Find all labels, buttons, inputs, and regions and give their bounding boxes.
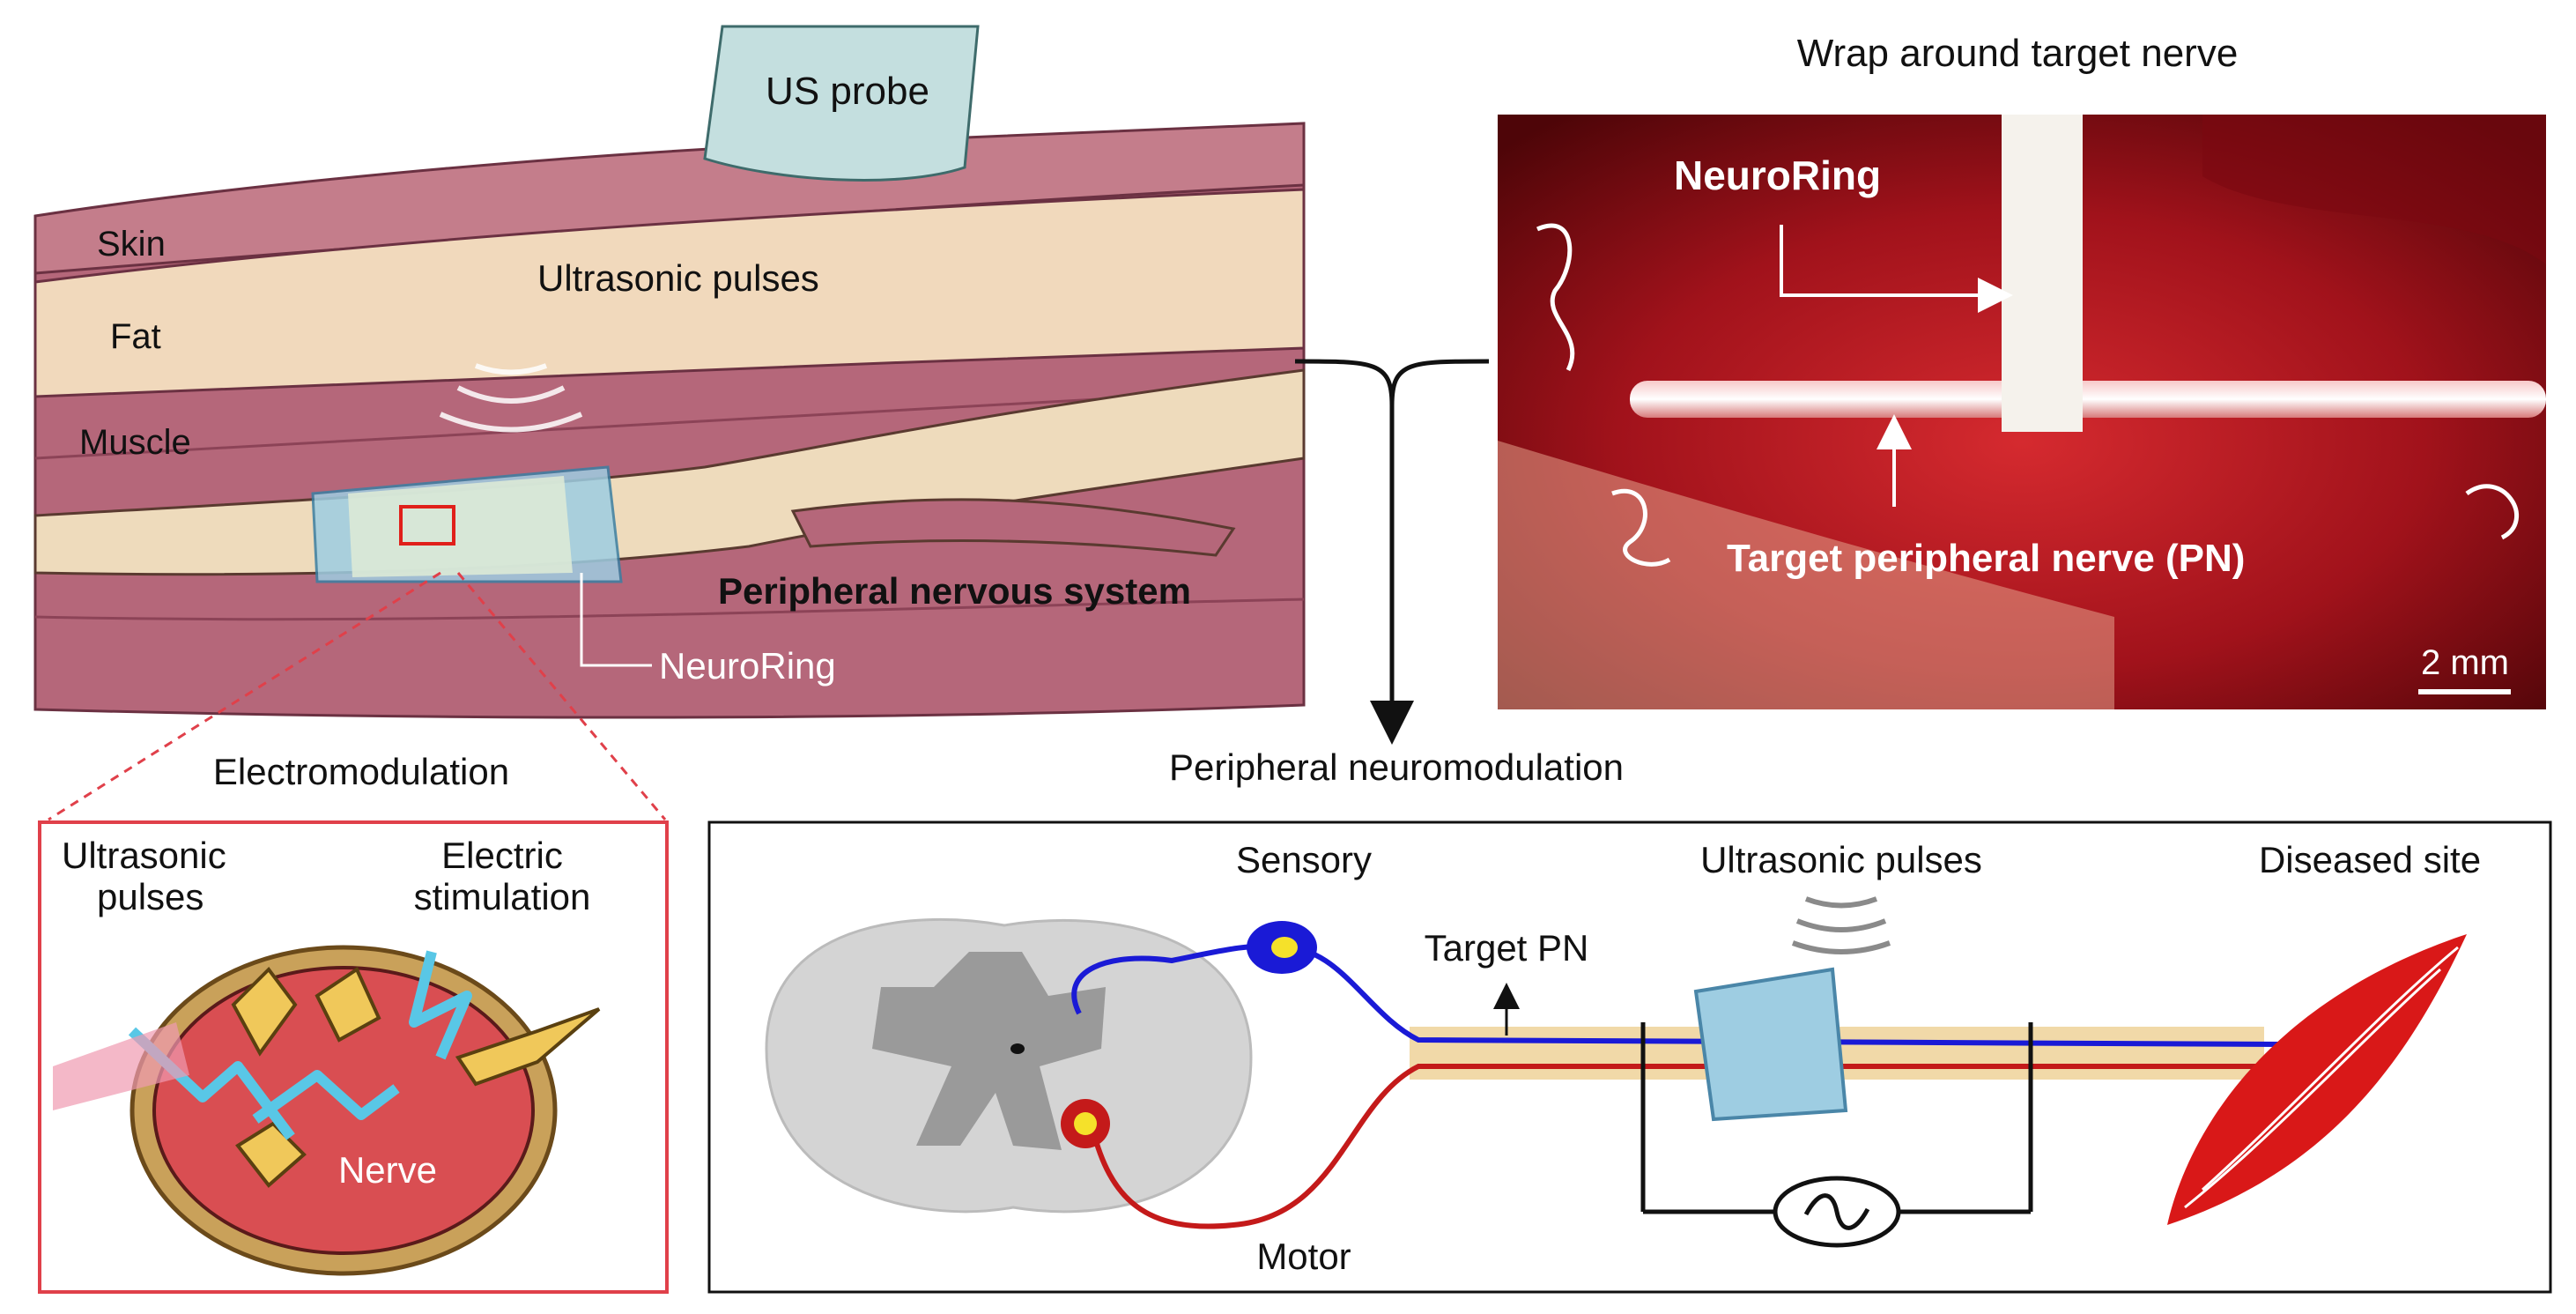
sensory-label: Sensory: [1236, 839, 1372, 880]
motor-label: Motor: [1256, 1236, 1351, 1277]
electro-pulses-line2: pulses: [97, 876, 204, 917]
electro-panel: Electromodulation Ultrasonic pulses Elec…: [38, 571, 669, 1294]
electro-pulses-line1: Ultrasonic: [62, 835, 226, 876]
neuromod-panel: Peripheral neuromodulation: [707, 746, 2552, 1294]
diseased-label: Diseased site: [2259, 839, 2481, 880]
photo-nerve-label: Target peripheral nerve (PN): [1727, 537, 2245, 580]
neuroring-device: [311, 465, 623, 583]
zoom-box: [399, 505, 455, 546]
muscle-label: Muscle: [79, 423, 191, 462]
photo-title: Wrap around target nerve: [1797, 32, 2239, 75]
motor-path: [1090, 1064, 2282, 1229]
connector: [1294, 359, 1490, 745]
scale-bar-label: 2 mm: [2421, 643, 2509, 682]
electro-title: Electromodulation: [213, 751, 509, 792]
muscle-icon: [2167, 934, 2467, 1225]
ultrasound-wave-icon: [439, 363, 583, 433]
device-label: NeuroRing: [659, 645, 836, 687]
probe-label: US probe: [766, 70, 929, 113]
anatomy-panel: US probe Skin Fat Muscle Ultrasonic puls…: [33, 25, 1306, 719]
pns-label: Peripheral nervous system: [718, 570, 1191, 612]
spinal-cord: [765, 917, 1253, 1214]
pulses-label: Ultrasonic pulses: [537, 257, 819, 299]
electro-nerve-label: Nerve: [338, 1149, 437, 1191]
ultrasound-wave-icon: [1791, 896, 1891, 954]
us-probe: US probe: [703, 25, 980, 182]
skin-label: Skin: [97, 225, 166, 264]
sensory-path: [1071, 943, 2283, 1047]
target-nerve: [1630, 381, 2546, 418]
electro-stim-line2: stimulation: [414, 876, 591, 917]
photo-panel: Wrap around target nerve NeuroRing Targe…: [1498, 32, 2546, 709]
fat-layer: [33, 188, 1306, 398]
neuroring-strip: [2002, 115, 2083, 432]
ultrasound-beam: [53, 1022, 189, 1110]
neuroring-device-small: [1693, 967, 1848, 1122]
photo-device-label: NeuroRing: [1674, 152, 1881, 198]
neuromod-pulses-label: Ultrasonic pulses: [1700, 839, 1982, 880]
electro-stim-line1: Electric: [441, 835, 563, 876]
target-pn-label: Target PN: [1425, 927, 1589, 969]
fat-label: Fat: [110, 317, 161, 356]
neuromod-title: Peripheral neuromodulation: [1169, 746, 1624, 788]
circuit: [1640, 1022, 2033, 1248]
